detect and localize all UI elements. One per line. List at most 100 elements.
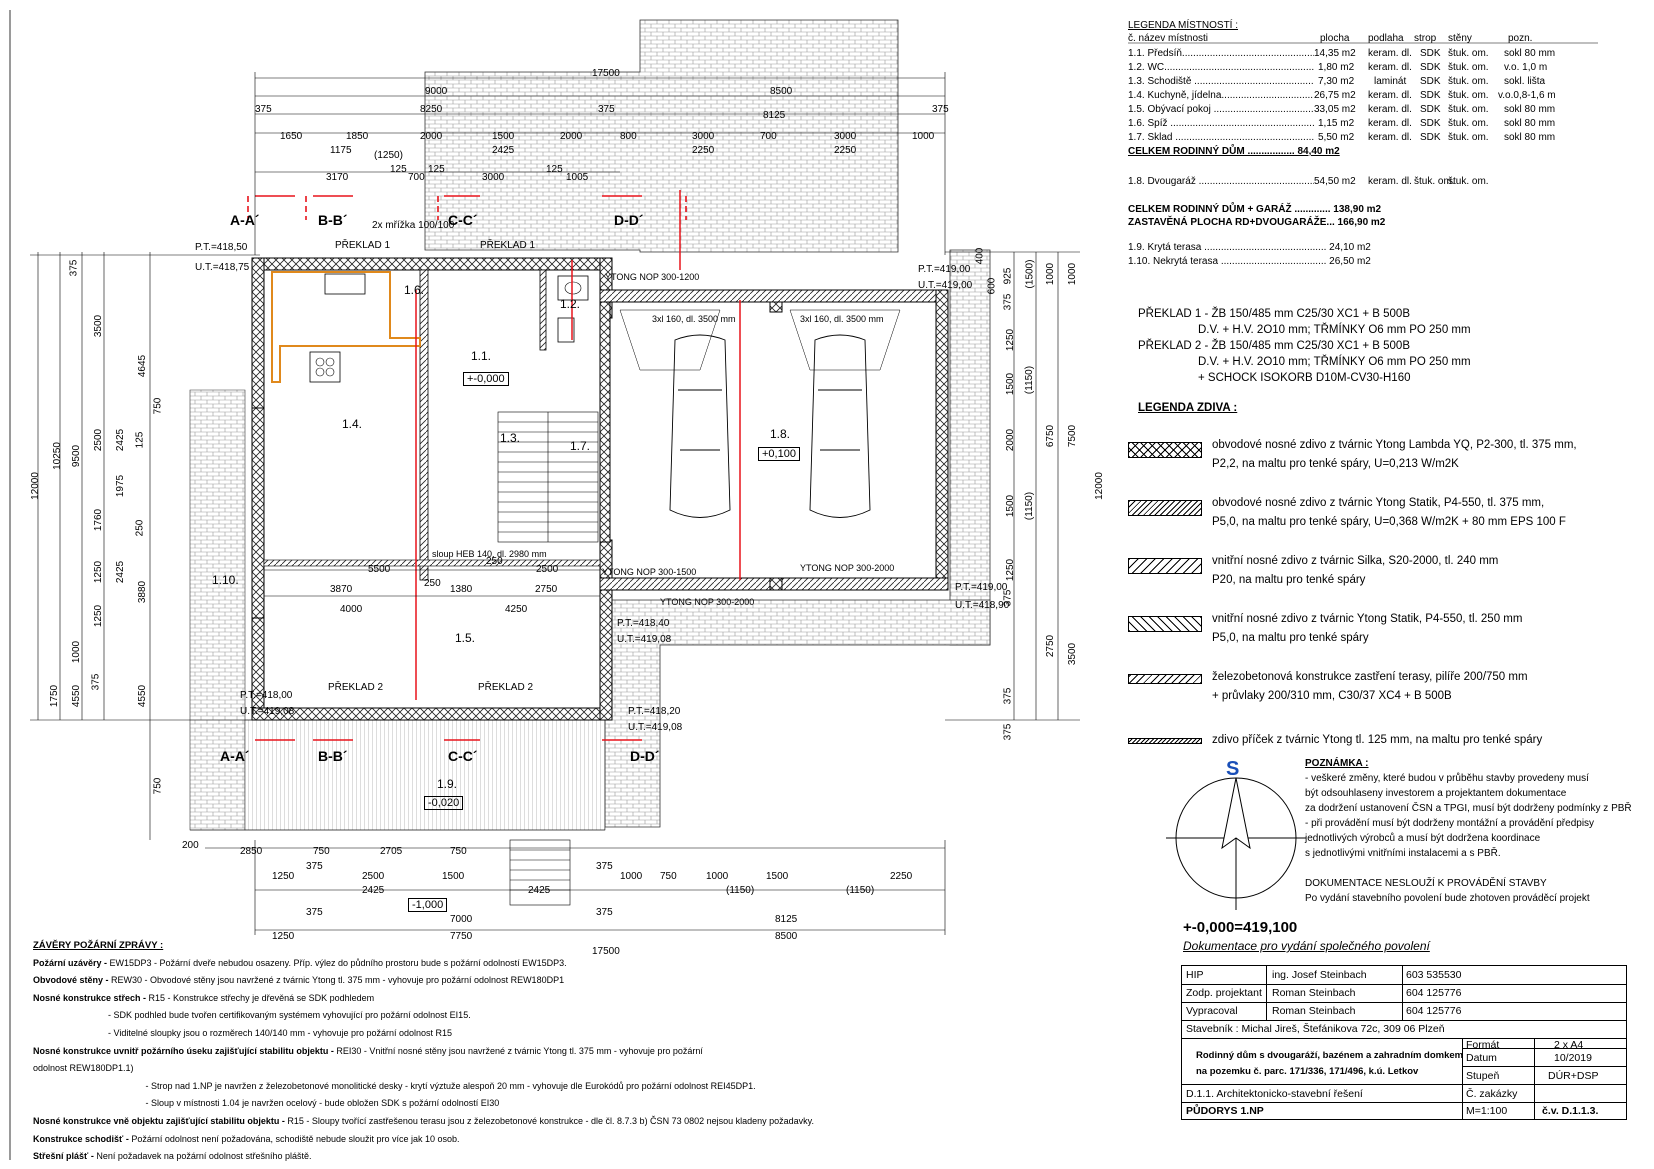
fire-line: Nosné konstrukce uvnitř požárního úseku … — [33, 1045, 703, 1056]
dim-text: 3000 — [482, 172, 505, 183]
dim-text: 925 — [1002, 267, 1014, 285]
section-marker: B-B´ — [318, 748, 348, 764]
room-label: 1.6. — [404, 283, 425, 297]
lintel-label: PŘEKLAD 1 — [480, 240, 536, 251]
kitchen-sink — [324, 273, 366, 295]
dim-text: 1975 — [115, 474, 127, 498]
ytong-label: YTONG NOP 300-1200 — [605, 272, 700, 282]
dim-text: 3500 — [1067, 642, 1079, 666]
dim-text: 2705 — [380, 846, 403, 857]
doc-purpose: Dokumentace pro vydání společného povole… — [1183, 939, 1430, 953]
room-legend-title: LEGENDA MÍSTNOSTÍ : — [1128, 20, 1239, 31]
dim-text: 375 — [1002, 589, 1014, 607]
dim-text: 750 — [450, 846, 467, 857]
dim-text: 2500 — [536, 564, 559, 575]
fire-line: Konstrukce schodišť - Požární odolnost n… — [33, 1133, 460, 1144]
section-marker: A-A´ — [220, 748, 250, 764]
section-marker: C-C´ — [448, 748, 478, 764]
room-legend-header: č. název místnosti plocha podlaha strop … — [1128, 33, 1533, 44]
room-legend-row: 1.7. Sklad .............................… — [1128, 132, 1556, 143]
dim-text: 750 — [660, 871, 677, 882]
height-label: U.T.=419,08 — [240, 706, 295, 717]
height-label: P.T.=418,00 — [240, 690, 293, 701]
dim-text: 9500 — [71, 444, 83, 468]
room-level: -0,020 — [424, 796, 464, 810]
dim-text: 2750 — [1045, 634, 1057, 658]
fire-line: Požární uzávěry - EW15DP3 - Požární dveř… — [33, 957, 567, 968]
dim-text: 7500 — [1067, 424, 1079, 448]
car-right — [809, 334, 871, 518]
dim-text: 1500 — [492, 131, 515, 142]
fire-line: odolnost REW180DP1.1) — [33, 1063, 134, 1074]
section-marker: D-D´ — [630, 748, 660, 764]
dim-text: 2750 — [535, 584, 558, 595]
dim-text: 1250 — [93, 604, 105, 628]
terrace-110 — [189, 389, 246, 831]
dim-text: 1000 — [620, 871, 643, 882]
dim-text: 4645 — [137, 354, 149, 378]
lintel-spec: PŘEKLAD 1 - ŽB 150/485 mm C25/30 XC1 + B… — [1138, 308, 1410, 320]
garage-walls — [599, 289, 949, 591]
dim-text: 7750 — [450, 931, 473, 942]
dim-text: 375 — [255, 104, 272, 115]
dim-text: 1250 — [93, 560, 105, 584]
dim-text: 3000 — [692, 131, 715, 142]
dim-text: 1175 — [330, 145, 352, 156]
lintel-label: PŘEKLAD 2 — [478, 682, 534, 693]
hatch-swatch — [1128, 500, 1202, 516]
north-label: S — [1226, 758, 1240, 780]
dim-text: 1000 — [1067, 262, 1079, 286]
fire-line: - SDK podhled bude tvořen certifikovaným… — [33, 1010, 471, 1021]
dim-text: 2425 — [115, 428, 127, 452]
dim-text: 375 — [598, 104, 615, 115]
kitchen-outline — [271, 271, 421, 383]
dim-text: 4550 — [137, 684, 149, 708]
room-label: 1.4. — [342, 417, 363, 431]
dim-text: 2850 — [240, 846, 263, 857]
dim-text: 250 — [486, 556, 503, 567]
dim-text: 2500 — [362, 871, 385, 882]
dim-text: 1000 — [71, 640, 83, 664]
dim-text: 1000 — [706, 871, 729, 882]
north-arrow-graphic — [1166, 777, 1306, 910]
room-legend-row: 1.1. Předsíň............................… — [1128, 48, 1556, 59]
dim-text: 700 — [760, 131, 777, 142]
staircase — [497, 411, 599, 543]
lintel-spec: + SCHOCK ISOKORB D10M-CV30-H160 — [1198, 372, 1411, 384]
room-legend-terrace: 1.9. Krytá terasa ......................… — [1128, 242, 1371, 253]
dim-text: (1250) — [374, 150, 403, 161]
dim-text: 17500 — [592, 946, 620, 957]
room-legend-terrace: 1.10. Nekrytá terasa ...................… — [1128, 256, 1371, 267]
dim-text: 2250 — [692, 145, 715, 156]
dim-text: 750 — [152, 397, 164, 415]
fire-conclusions: ZÁVĚRY POŽÁRNÍ ZPRÁVY : Požární uzávěry … — [33, 937, 1133, 1166]
dim-text: 200 — [182, 840, 199, 851]
lintel-lines — [415, 190, 741, 700]
dim-text: 400 — [974, 247, 986, 265]
dim-text: 1650 — [280, 131, 303, 142]
dim-text: 8500 — [775, 931, 798, 942]
ytong-label: YTONG NOP 300-1500 — [602, 567, 697, 577]
dim-text: (1150) — [1024, 491, 1036, 521]
dim-text: 375 — [68, 259, 80, 277]
dim-text: 375 — [90, 673, 102, 691]
height-label: U.T.=418,90 — [955, 600, 1010, 611]
dim-text: 1250 — [272, 931, 295, 942]
dim-text: 10250 — [51, 442, 63, 470]
dim-text: 375 — [1002, 723, 1014, 741]
dim-text: 1500 — [766, 871, 789, 882]
outdoor-stairs — [509, 839, 571, 906]
dim-text: 700 — [408, 172, 425, 183]
fire-line: Nosné konstrukce vně objektu zajišťující… — [33, 1115, 814, 1126]
dim-text: 2250 — [834, 145, 857, 156]
dim-text: 12000 — [29, 472, 41, 500]
height-label: P.T.=418,40 — [617, 618, 670, 629]
fire-line: - Sloup v místnosti 1.04 je navržen ocel… — [33, 1098, 500, 1109]
dim-text: (1150) — [1024, 365, 1036, 395]
dim-text: 8250 — [420, 104, 443, 115]
height-label: U.T.=419,00 — [918, 280, 973, 291]
dim-text: 250 — [134, 519, 146, 537]
height-label: U.T.=418,75 — [195, 262, 250, 273]
section-marker: B-B´ — [318, 212, 348, 228]
lintel-label: PŘEKLAD 2 — [328, 682, 384, 693]
